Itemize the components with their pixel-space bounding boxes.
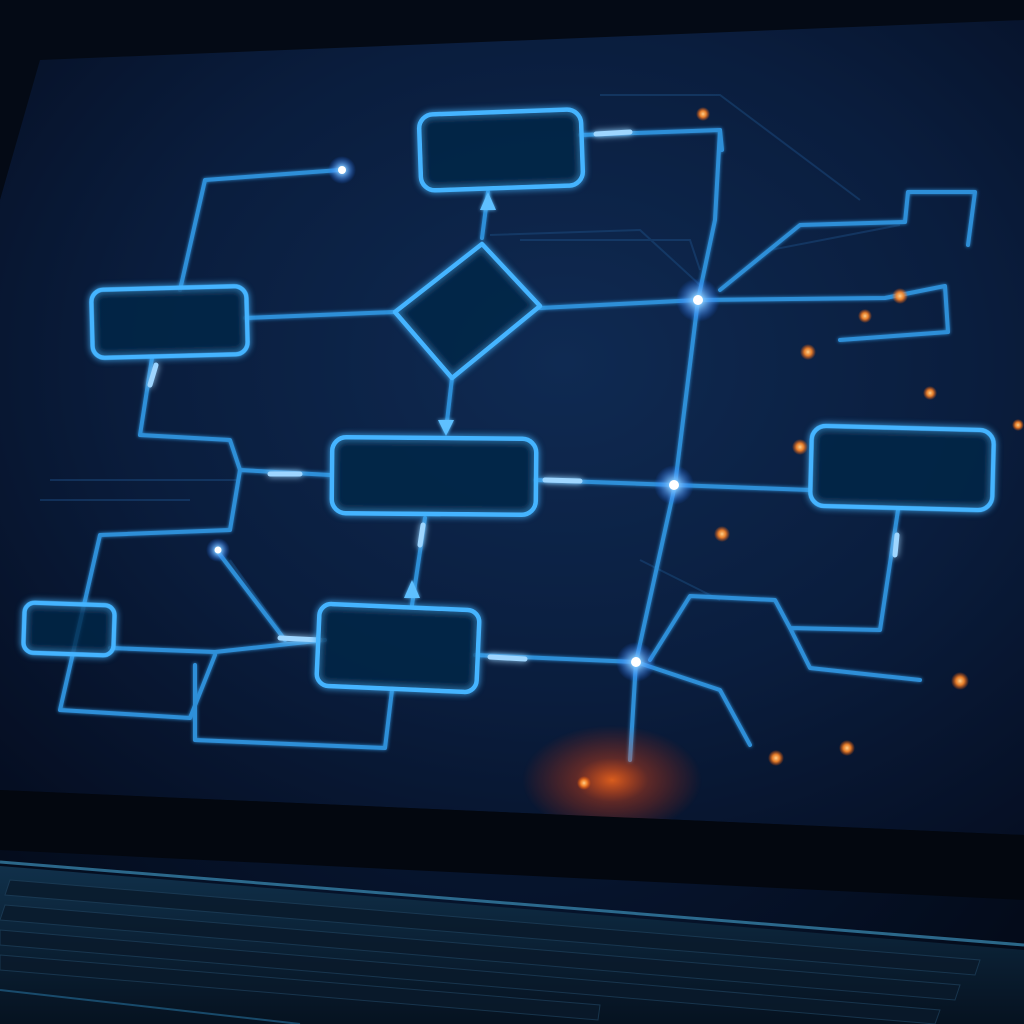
- connector-right-down: [648, 508, 900, 662]
- connector-left-up: [178, 168, 342, 292]
- orange-particles: [577, 107, 1024, 790]
- node-decision-diamond: [392, 241, 543, 381]
- junction-nodes: [206, 156, 720, 682]
- connector-left-center: [138, 356, 332, 477]
- connector-left-dot: [216, 550, 287, 642]
- node-process-right: [808, 423, 996, 513]
- connector-dash-highlights: [147, 129, 900, 662]
- node-process-lower: [314, 601, 482, 695]
- connector-diamond-right: [538, 284, 950, 342]
- connector-left-lower: [58, 468, 242, 720]
- node-process-left: [89, 284, 250, 360]
- arrow-up-icon: [480, 192, 496, 210]
- node-process-small-left: [21, 600, 117, 658]
- laptop-screen-panel: [0, 20, 1024, 835]
- connector-left-diamond: [243, 310, 397, 320]
- warm-light-glow: [522, 725, 702, 835]
- arrow-down-icon: [438, 420, 454, 436]
- connector-lower-right: [473, 653, 752, 747]
- arrow-up-icon: [404, 580, 420, 598]
- connector-lower-under: [193, 663, 394, 750]
- connector-small-left: [108, 638, 327, 654]
- connector-right-top: [718, 190, 977, 292]
- flowchart-nodes: [21, 107, 996, 695]
- arrowheads: [404, 192, 496, 598]
- node-process-top: [416, 107, 586, 193]
- background-traces: [40, 94, 901, 631]
- node-process-center: [329, 434, 539, 518]
- connector-right-lower: [788, 626, 922, 682]
